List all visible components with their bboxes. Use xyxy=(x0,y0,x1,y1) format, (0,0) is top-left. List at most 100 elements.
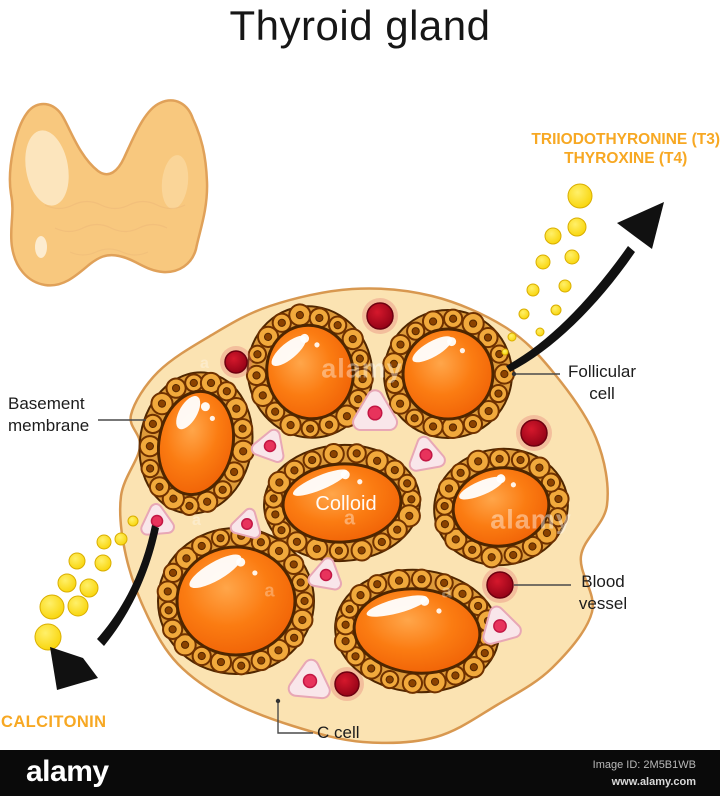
cell-nucleus xyxy=(354,395,363,404)
cell-nucleus xyxy=(428,422,438,431)
cell-nucleus xyxy=(405,511,414,520)
basement-membrane-label: Basement membrane xyxy=(8,394,90,436)
cell-nucleus xyxy=(312,544,321,553)
cell-nucleus xyxy=(428,317,438,326)
watermark-text: a xyxy=(200,355,210,372)
cell-nucleus xyxy=(449,314,458,323)
cell-nucleus xyxy=(295,310,304,320)
cell-nucleus xyxy=(516,455,525,465)
hormone-dot xyxy=(57,573,77,593)
cell-nucleus xyxy=(274,646,283,655)
cell-nucleus xyxy=(197,541,206,551)
cell-nucleus xyxy=(408,679,417,688)
c-cell-nucleus xyxy=(319,568,333,582)
cell-nucleus xyxy=(341,620,350,629)
cell-nucleus xyxy=(393,525,402,534)
hormone-dot xyxy=(567,183,593,209)
blood-vessel xyxy=(224,350,248,374)
watermark-text: a xyxy=(343,507,357,530)
cell-nucleus xyxy=(148,419,158,429)
cell-nucleus xyxy=(528,542,537,551)
hormone-dot xyxy=(79,578,99,598)
cell-nucleus xyxy=(292,537,302,546)
cell-nucleus xyxy=(182,554,191,563)
cell-nucleus xyxy=(277,526,286,535)
cell-nucleus xyxy=(411,327,420,336)
c-cell-nucleus xyxy=(263,439,277,453)
cell-nucleus xyxy=(157,399,167,408)
hormone-dot xyxy=(544,227,562,245)
c-cell-nucleus xyxy=(241,518,253,530)
cell-nucleus xyxy=(258,391,267,400)
cell-nucleus xyxy=(277,318,286,327)
cell-nucleus xyxy=(553,513,562,522)
tissue-cross-section xyxy=(118,287,609,745)
cell-nucleus xyxy=(484,406,493,416)
cell-nucleus xyxy=(468,419,478,429)
cell-nucleus xyxy=(487,553,496,562)
blood-vessel xyxy=(334,671,360,697)
cell-nucleus xyxy=(333,321,342,330)
gloss-highlight xyxy=(292,469,348,496)
c-cell-nucleus xyxy=(493,619,507,633)
cell-nucleus xyxy=(500,369,509,379)
blood-vessel xyxy=(366,302,394,330)
cell-nucleus xyxy=(286,420,295,430)
cell-nucleus xyxy=(407,495,416,504)
cell-nucleus xyxy=(546,478,556,487)
cell-nucleus xyxy=(390,465,399,475)
cell-nucleus xyxy=(237,661,246,670)
follicle xyxy=(382,308,515,440)
follicle xyxy=(156,524,315,676)
c-cell-label: C cell xyxy=(317,723,360,742)
blood-vessel xyxy=(520,419,548,447)
cell-nucleus xyxy=(216,657,226,667)
alamy-logo: alamy xyxy=(26,755,109,788)
cell-nucleus xyxy=(315,313,324,323)
cell-nucleus xyxy=(345,605,354,614)
gloss-highlight xyxy=(271,335,307,367)
footer-meta: Image ID: 2M5B1WB www.alamy.com xyxy=(593,757,696,791)
hormone-dot xyxy=(67,595,89,617)
cell-nucleus xyxy=(358,374,367,384)
c-cell-nucleus xyxy=(302,673,318,689)
gloss-highlight xyxy=(366,595,428,617)
cell-nucleus xyxy=(444,484,454,493)
cell-nucleus xyxy=(169,494,178,503)
cell-nucleus xyxy=(440,578,449,587)
cell-nucleus xyxy=(274,546,284,556)
gloss-highlight xyxy=(189,554,242,589)
cell-nucleus xyxy=(351,652,360,661)
cell-nucleus xyxy=(474,601,483,611)
cell-nucleus xyxy=(296,578,305,587)
t3-label-line: TRIIODOTHYRONINE (T3) xyxy=(531,131,720,148)
cell-nucleus xyxy=(239,447,248,456)
hormone-dot xyxy=(68,552,86,570)
cell-nucleus xyxy=(256,538,265,547)
hormone-dot xyxy=(114,532,128,546)
blood-vessel-label: Blood vessel xyxy=(578,572,628,614)
cell-nucleus xyxy=(469,319,478,328)
cell-nucleus xyxy=(395,399,405,408)
follicle xyxy=(263,442,422,563)
hormone-dot xyxy=(94,554,112,572)
blood-vessel xyxy=(486,571,514,599)
cell-nucleus xyxy=(468,545,477,554)
cell-nucleus xyxy=(385,675,394,684)
calcitonin-label: CALCITONIN xyxy=(1,713,107,731)
cell-nucleus xyxy=(373,580,382,589)
cell-nucleus xyxy=(348,334,357,344)
c-cell-nucleus xyxy=(367,405,383,421)
cell-nucleus xyxy=(203,497,212,506)
cell-nucleus xyxy=(222,387,231,396)
watermark-text: alamy xyxy=(321,353,403,384)
cell-nucleus xyxy=(390,379,399,389)
cell-nucleus xyxy=(271,407,280,416)
cell-nucleus xyxy=(155,482,164,491)
cell-nucleus xyxy=(290,466,299,475)
t4-label-line: THYROXINE (T4) xyxy=(564,149,688,167)
gloss-highlight xyxy=(412,336,453,363)
cell-nucleus xyxy=(458,589,467,598)
